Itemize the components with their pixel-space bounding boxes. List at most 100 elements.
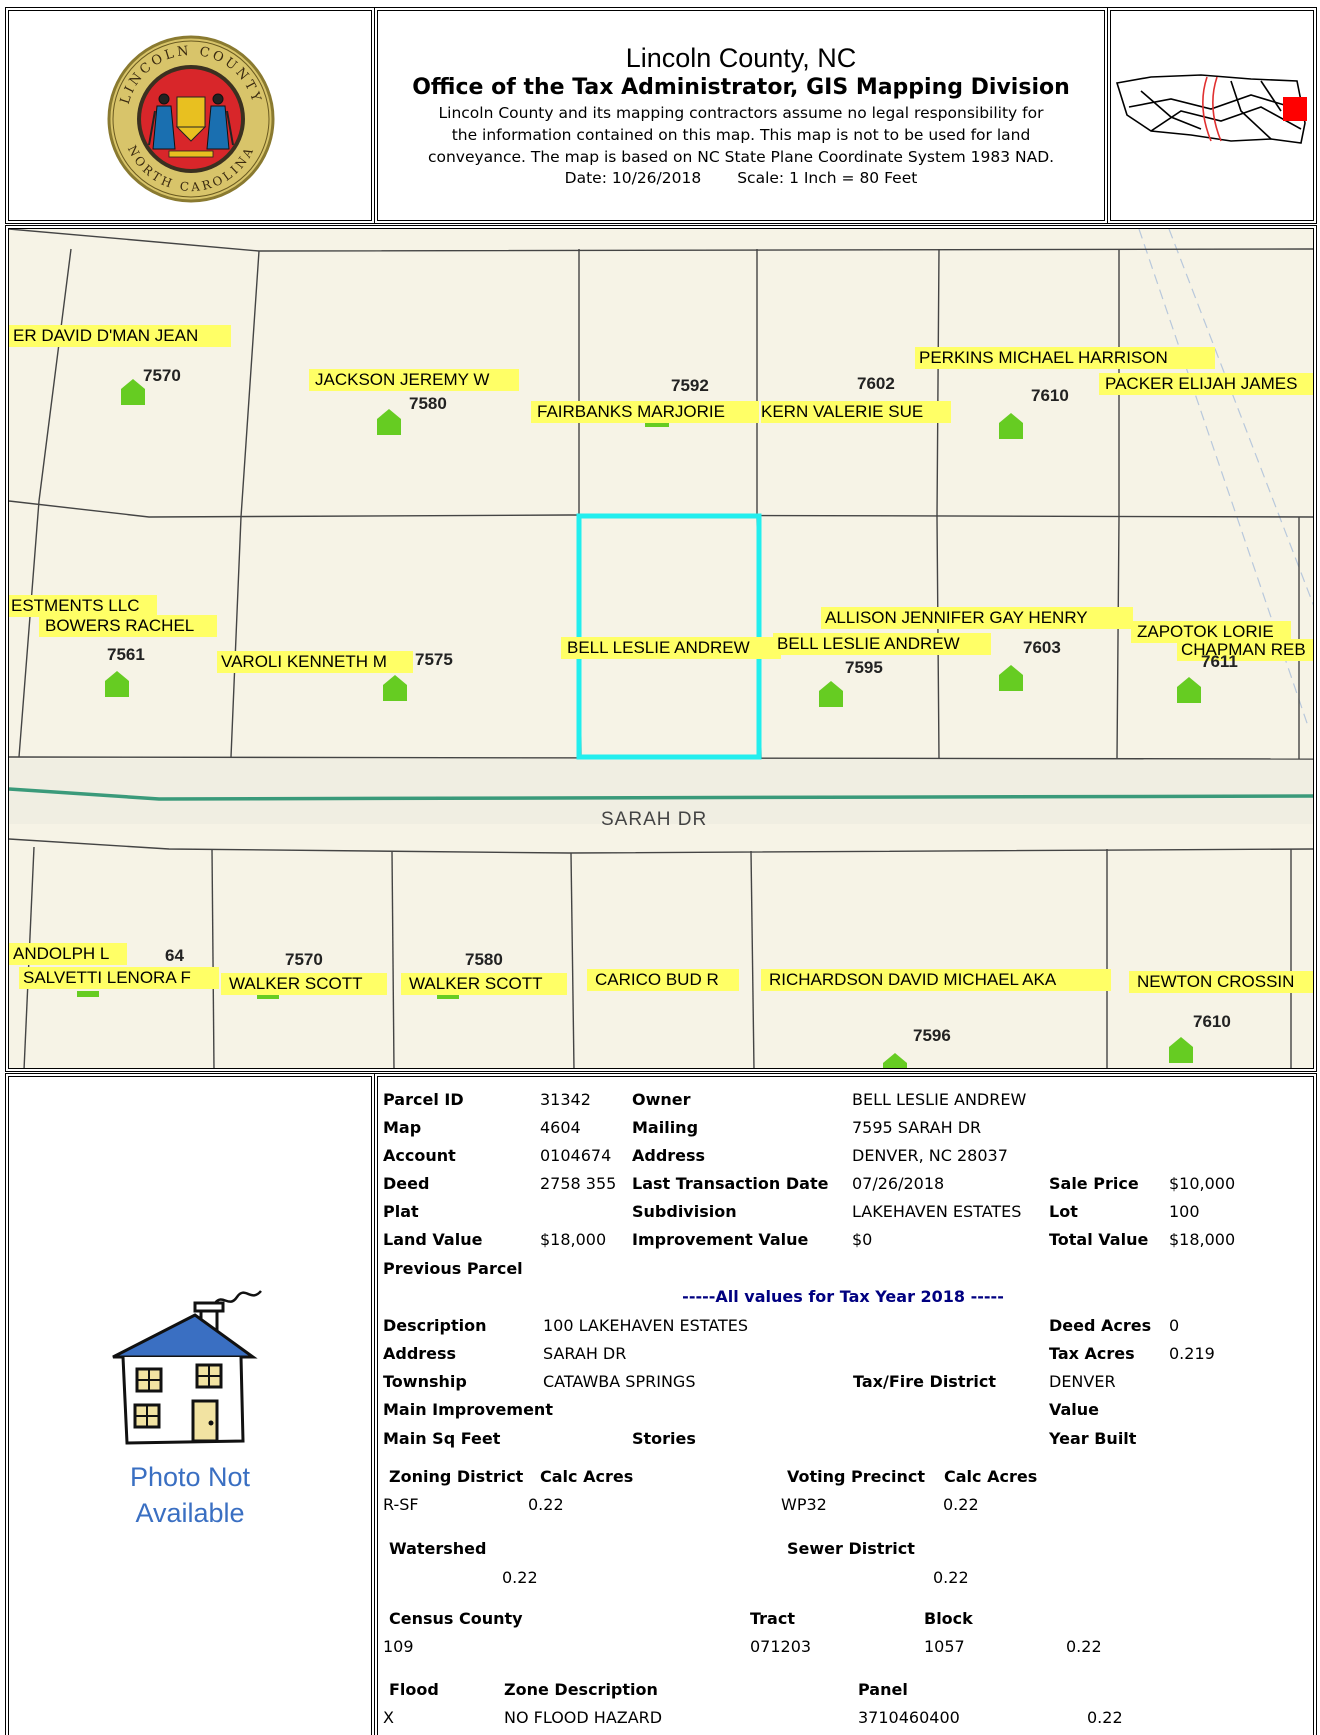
owner-label: BELL LESLIE ANDREW	[777, 634, 960, 653]
map-scale: Scale: 1 Inch = 80 Feet	[737, 169, 918, 187]
lot-number: 7610	[1031, 386, 1069, 405]
parcel-map[interactable]: ER DAVID D'MAN JEAN JACKSON JEREMY W FAI…	[5, 225, 1317, 1072]
value-block: 1057	[924, 1637, 965, 1656]
label-stories: Stories	[632, 1429, 696, 1448]
owner-label: WALKER SCOTT	[409, 974, 543, 993]
value-deed-acres: 0	[1169, 1316, 1180, 1335]
label-last-transaction: Last Transaction Date	[632, 1174, 829, 1193]
owner-label: PERKINS MICHAEL HARRISON	[919, 348, 1168, 367]
label-zone-description: Zone Description	[504, 1680, 658, 1699]
value-deed: 2758 355	[540, 1174, 617, 1193]
header-seal-panel: LINCOLN COUNTY NORTH CAROLINA	[5, 7, 375, 224]
lot-number: 7595	[845, 658, 883, 677]
value-description: 100 LAKEHAVEN ESTATES	[543, 1316, 749, 1335]
lot-number: 7596	[913, 1026, 951, 1045]
value-panel: 3710460400	[858, 1708, 960, 1727]
label-zoning-district: Zoning District	[389, 1467, 524, 1486]
value-total-value: $18,000	[1169, 1230, 1236, 1249]
value-account: 0104674	[540, 1146, 612, 1165]
label-mailing: Mailing	[632, 1118, 699, 1137]
tax-year-banner: -----All values for Tax Year 2018 -----	[682, 1287, 1004, 1306]
value-tax-acres: 0.219	[1169, 1344, 1215, 1363]
label-owner: Owner	[632, 1090, 691, 1109]
label-address: Address	[632, 1146, 706, 1165]
value-zoning-acres: 0.22	[528, 1495, 564, 1514]
label-tract: Tract	[750, 1609, 795, 1628]
owner-label: ESTMENTS LLC	[11, 596, 139, 615]
parcel-info-panel: Parcel ID 31342 Owner BELL LESLIE ANDREW…	[374, 1073, 1317, 1735]
label-previous-parcel: Previous Parcel	[383, 1259, 523, 1278]
street-name-label: SARAH DR	[601, 809, 707, 830]
header-title-panel: Lincoln County, NC Office of the Tax Adm…	[374, 7, 1108, 224]
label-value: Value	[1049, 1400, 1100, 1419]
lot-number: 7570	[285, 950, 323, 969]
label-address-2: Address	[383, 1344, 457, 1363]
label-parcel-id: Parcel ID	[383, 1090, 464, 1109]
value-address-2: SARAH DR	[543, 1344, 627, 1363]
label-deed-acres: Deed Acres	[1049, 1316, 1152, 1335]
county-seal-icon: LINCOLN COUNTY NORTH CAROLINA	[107, 35, 275, 203]
value-sewer-acres: 0.22	[933, 1568, 969, 1587]
value-improvement-value: $0	[852, 1230, 873, 1249]
disclaimer: Lincoln County and its mapping contracto…	[427, 104, 1055, 166]
owner-label: PACKER ELIJAH JAMES	[1105, 374, 1297, 393]
map-date: Date: 10/26/2018	[564, 169, 702, 187]
date-scale-line: Date: 10/26/2018 Scale: 1 Inch = 80 Feet	[378, 168, 1104, 188]
value-address: DENVER, NC 28037	[852, 1146, 1008, 1165]
label-voting-calc-acres: Calc Acres	[944, 1467, 1038, 1486]
value-sale-price: $10,000	[1169, 1174, 1236, 1193]
photo-not-available-text: Photo Not	[129, 1462, 251, 1492]
value-township: CATAWBA SPRINGS	[543, 1372, 696, 1391]
value-census-county: 109	[383, 1637, 414, 1656]
owner-label: CHAPMAN REB	[1181, 640, 1306, 659]
label-tax-acres: Tax Acres	[1049, 1344, 1135, 1363]
lot-number: 7602	[857, 374, 895, 393]
label-main-improvement: Main Improvement	[383, 1400, 553, 1419]
owner-label: ER DAVID D'MAN JEAN	[13, 326, 198, 345]
label-sale-price: Sale Price	[1049, 1174, 1139, 1193]
value-zone-description: NO FLOOD HAZARD	[504, 1708, 663, 1727]
label-voting-precinct: Voting Precinct	[787, 1467, 926, 1486]
owner-label: ANDOLPH L	[13, 944, 109, 963]
owner-label: NEWTON CROSSIN	[1137, 972, 1294, 991]
value-parcel-id: 31342	[540, 1090, 591, 1109]
owner-label: BELL LESLIE ANDREW	[567, 638, 750, 657]
owner-label: FAIRBANKS MARJORIE	[537, 402, 725, 421]
owner-label: BOWERS RACHEL	[45, 616, 194, 635]
value-watershed-acres: 0.22	[502, 1568, 538, 1587]
label-lot: Lot	[1049, 1202, 1078, 1221]
lot-number: 7592	[671, 376, 709, 395]
label-total-value: Total Value	[1049, 1230, 1149, 1249]
county-title: Lincoln County, NC	[625, 43, 857, 73]
label-township: Township	[383, 1372, 467, 1391]
value-map: 4604	[540, 1118, 581, 1137]
owner-label: ZAPOTOK LORIE	[1137, 622, 1274, 641]
value-last-transaction: 07/26/2018	[852, 1174, 945, 1193]
lot-number: 7575	[415, 650, 453, 669]
value-flood: X	[383, 1708, 394, 1727]
owner-label: KERN VALERIE SUE	[761, 402, 923, 421]
parcel-map-canvas[interactable]: ER DAVID D'MAN JEAN JACKSON JEREMY W FAI…	[9, 229, 1314, 1069]
value-zoning: R-SF	[383, 1495, 419, 1514]
value-flood-acres: 0.22	[1087, 1708, 1123, 1727]
label-map: Map	[383, 1118, 422, 1137]
lot-number: 7580	[465, 950, 503, 969]
lot-number: 7610	[1193, 1012, 1231, 1031]
label-account: Account	[383, 1146, 456, 1165]
label-watershed: Watershed	[389, 1539, 487, 1558]
label-deed: Deed	[383, 1174, 430, 1193]
value-subdivision: LAKEHAVEN ESTATES	[852, 1202, 1022, 1221]
value-owner: BELL LESLIE ANDREW	[852, 1090, 1027, 1109]
lot-number: 7561	[107, 645, 145, 664]
label-zoning-calc-acres: Calc Acres	[540, 1467, 634, 1486]
owner-label: RICHARDSON DAVID MICHAEL AKA	[769, 970, 1057, 989]
value-tract: 071203	[750, 1637, 812, 1656]
label-subdivision: Subdivision	[632, 1202, 737, 1221]
lot-number: 7611	[1201, 652, 1238, 671]
label-census-county: Census County	[389, 1609, 523, 1628]
label-sewer-district: Sewer District	[787, 1539, 915, 1558]
value-census-acres: 0.22	[1066, 1637, 1102, 1656]
label-land-value: Land Value	[383, 1230, 483, 1249]
house-icons	[77, 379, 1201, 1068]
owner-label: VAROLI KENNETH M	[221, 652, 387, 671]
